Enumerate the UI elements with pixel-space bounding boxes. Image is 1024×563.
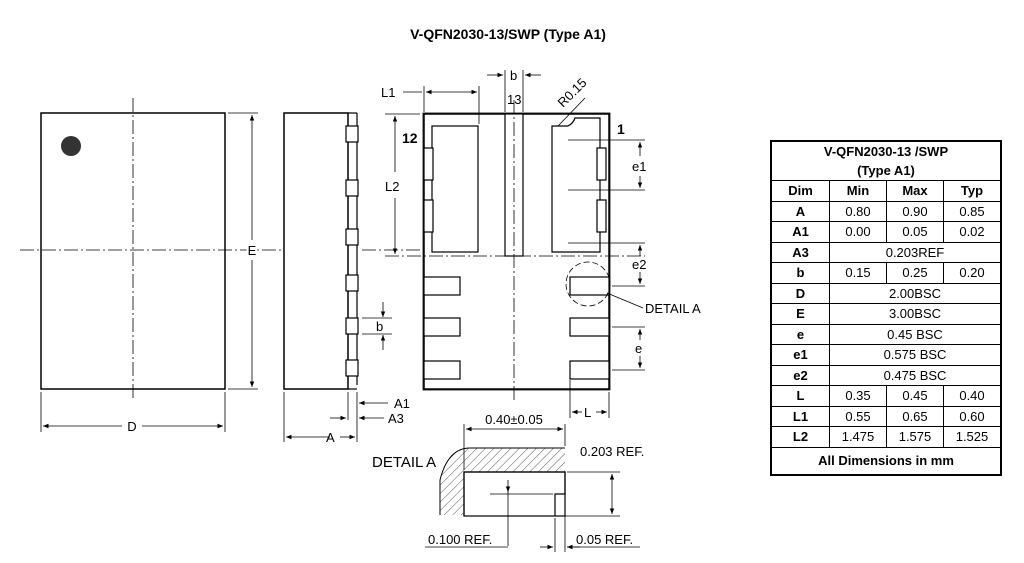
- detail-a-title: DETAIL A: [372, 454, 436, 471]
- pin1-marker-dot: [61, 136, 81, 156]
- table-footer: All Dimensions in mm: [770, 446, 1002, 475]
- table-dim-cell: L: [770, 385, 830, 407]
- table-dim-cell: e2: [770, 364, 830, 386]
- table-value-cell: 0.203REF: [829, 241, 1002, 263]
- table-value-cell: 0.90: [886, 200, 944, 222]
- table-value-cell: 0.35: [829, 385, 887, 407]
- table-value-cell: 0.65: [886, 405, 944, 427]
- table-header-cell: Typ: [943, 180, 1002, 202]
- table-value-cell: 3.00BSC: [829, 303, 1002, 325]
- table-dim-cell: b: [770, 262, 830, 284]
- dim-label-a3: A3: [388, 411, 404, 426]
- drawing-title: V-QFN2030-13/SWP (Type A1): [410, 26, 606, 42]
- dim-label-e1: e1: [632, 159, 646, 174]
- table-title-line2: (Type A1): [857, 163, 915, 178]
- table-value-cell: 0.80: [829, 200, 887, 222]
- detail-a-callout: DETAIL A: [645, 301, 701, 316]
- table-value-cell: 0.25: [886, 262, 944, 284]
- bottom-view: DETAIL A L1 b 13 R0.15 12 1 L2 e1: [381, 68, 701, 420]
- table-dim-cell: L1: [770, 405, 830, 427]
- table-value-cell: 0.40: [943, 385, 1002, 407]
- table-value-cell: 0.85: [943, 200, 1002, 222]
- table-footer-row: All Dimensions in mm: [770, 446, 1002, 475]
- table-value-cell: 0.475 BSC: [829, 364, 1002, 386]
- pin-number-1: 1: [617, 121, 625, 137]
- dim-label-e2: e2: [632, 257, 646, 272]
- table-value-cell: 2.00BSC: [829, 282, 1002, 304]
- table-header-cell: Max: [886, 180, 944, 202]
- dim-label-005: 0.05 REF.: [576, 532, 633, 547]
- table-value-cell: 1.575: [886, 426, 944, 448]
- table-dim-cell: A: [770, 200, 830, 222]
- dim-label-b-side: b: [376, 319, 383, 334]
- table-dim-cell: D: [770, 282, 830, 304]
- table-dim-cell: E: [770, 303, 830, 325]
- pad-12: [431, 125, 479, 253]
- table-dim-cell: e1: [770, 344, 830, 366]
- table-value-cell: 0.15: [829, 262, 887, 284]
- pin-number-12: 12: [402, 130, 418, 146]
- table-dim-cell: A1: [770, 221, 830, 243]
- pad-1: [551, 117, 601, 253]
- detail-a-view: DETAIL A 0.40±0.05 0.203 REF. 0.100 REF.…: [372, 412, 644, 552]
- table-value-cell: 0.05: [886, 221, 944, 243]
- dim-label-radius: R0.15: [555, 75, 590, 110]
- dim-label-l: L: [584, 405, 591, 420]
- table-title: V-QFN2030-13 /SWP (Type A1): [770, 140, 1002, 181]
- table-value-cell: 0.55: [829, 405, 887, 427]
- dim-label-b-top: b: [510, 68, 517, 83]
- table-value-cell: 1.525: [943, 426, 1002, 448]
- table-dim-cell: e: [770, 323, 830, 345]
- table-value-cell: 1.475: [829, 426, 887, 448]
- dim-label-a: A: [326, 430, 335, 445]
- table-dim-cell: A3: [770, 241, 830, 263]
- table-title-row: V-QFN2030-13 /SWP (Type A1): [770, 140, 1002, 181]
- dim-label-l2: L2: [385, 179, 399, 194]
- dim-label-l1: L1: [381, 85, 395, 100]
- dim-label-0100: 0.100 REF.: [428, 532, 492, 547]
- table-value-cell: 0.02: [943, 221, 1002, 243]
- dim-label-0203: 0.203 REF.: [580, 444, 644, 459]
- top-view: D E: [20, 98, 283, 434]
- table-value-cell: 0.45: [886, 385, 944, 407]
- table-dim-cell: L2: [770, 426, 830, 448]
- table-header-cell: Min: [829, 180, 887, 202]
- pin-number-13: 13: [507, 92, 521, 107]
- table-value-cell: 0.45 BSC: [829, 323, 1002, 345]
- dim-label-040: 0.40±0.05: [485, 412, 543, 427]
- dim-label-e-overall: E: [248, 243, 257, 258]
- table-header-cell: Dim: [770, 180, 830, 202]
- table-value-cell: 0.20: [943, 262, 1002, 284]
- table-value-cell: 0.60: [943, 405, 1002, 427]
- table-value-cell: 0.00: [829, 221, 887, 243]
- side-view: b A A1 A3: [283, 112, 420, 445]
- dim-label-d: D: [127, 419, 136, 434]
- table-title-line1: V-QFN2030-13 /SWP: [823, 144, 949, 159]
- dim-label-a1: A1: [394, 396, 410, 411]
- table-value-cell: 0.575 BSC: [829, 344, 1002, 366]
- dim-label-e: e: [635, 341, 642, 356]
